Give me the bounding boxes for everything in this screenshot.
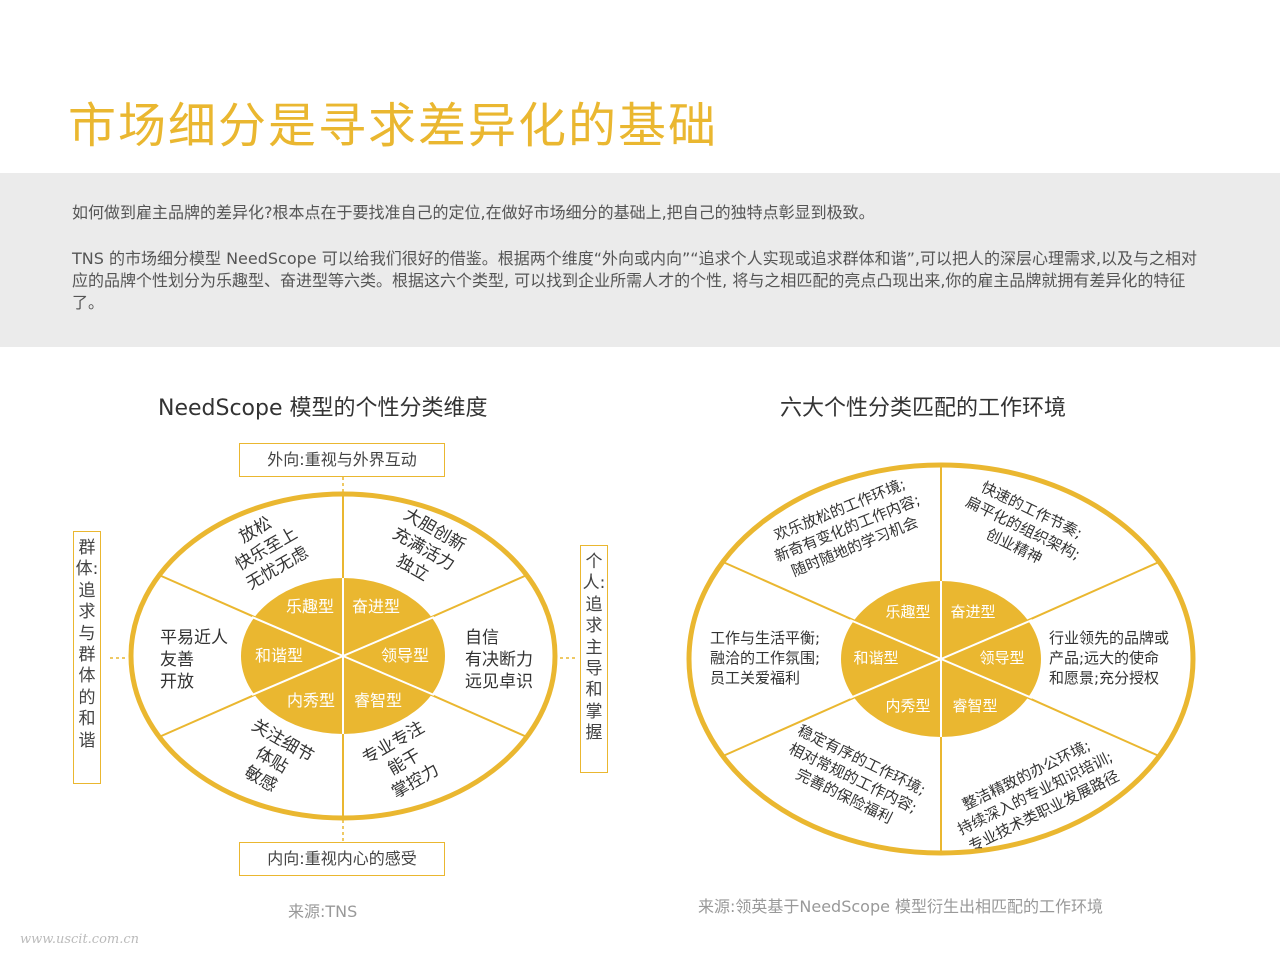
right-type-introvert: 内秀型 (885, 697, 930, 715)
left-diagram: 乐趣型 奋进型 领导型 睿智型 内秀型 和谐型 放松 快乐至上 无忧无虑 大胆创… (110, 477, 578, 843)
left-type-harmony: 和谐型 (255, 646, 303, 665)
intro-band: 如何做到雇主品牌的差异化?根本点在于要找准自己的定位,在做好市场细分的基础上,把… (0, 173, 1280, 347)
intro-paragraph-2: TNS 的市场细分模型 NeedScope 可以给我们很好的借鉴。根据两个维度“… (72, 249, 1198, 312)
right-diagram-title: 六大个性分类匹配的工作环境 (780, 396, 1067, 421)
right-type-harmony: 和谐型 (853, 649, 898, 667)
right-env-leader-1: 行业领先的品牌或 (1049, 629, 1169, 647)
left-trait-leader-2: 有决断力 (465, 650, 533, 670)
left-trait-leader-1: 自信 (465, 628, 499, 648)
axis-group-label: 群体:追求与群体的和谐 (73, 531, 101, 784)
left-type-fun: 乐趣型 (286, 597, 334, 616)
right-env-harmony-1: 工作与生活平衡; (710, 629, 820, 647)
right-type-wise: 睿智型 (952, 697, 997, 715)
right-env-harmony-3: 员工关爱福利 (710, 669, 800, 687)
left-type-leader: 领导型 (381, 646, 429, 665)
left-type-wise: 睿智型 (354, 691, 402, 710)
left-trait-harmony-3: 开放 (160, 672, 194, 692)
axis-individual-label: 个人:追求主导和掌握 (580, 545, 608, 773)
watermark: www.uscit.com.cn (20, 932, 140, 947)
right-type-leader: 领导型 (979, 649, 1024, 667)
axis-extrovert-label: 外向:重视与外界互动 (239, 443, 445, 477)
right-type-fun: 乐趣型 (885, 603, 930, 621)
left-diagram-title: NeedScope 模型的个性分类维度 (158, 396, 488, 421)
right-env-leader-3: 和愿景;充分授权 (1049, 669, 1159, 687)
left-source: 来源:TNS (288, 902, 358, 921)
right-env-leader-2: 产品;远大的使命 (1049, 649, 1159, 667)
left-trait-leader-3: 远见卓识 (465, 672, 533, 692)
left-trait-harmony-1: 平易近人 (160, 628, 228, 648)
right-diagram: 乐趣型 奋进型 领导型 睿智型 内秀型 和谐型 欢乐放松的工作环境; 新奇有变化… (686, 462, 1196, 856)
right-source: 来源:领英基于NeedScope 模型衍生出相匹配的工作环境 (698, 897, 1104, 916)
page-title: 市场细分是寻求差异化的基础 (68, 98, 719, 154)
right-type-striver: 奋进型 (950, 603, 995, 621)
axis-introvert-label: 内向:重视内心的感受 (239, 842, 445, 876)
intro-paragraph-1: 如何做到雇主品牌的差异化?根本点在于要找准自己的定位,在做好市场细分的基础上,把… (72, 203, 875, 222)
left-trait-harmony-2: 友善 (160, 650, 194, 670)
right-env-harmony-2: 融洽的工作氛围; (710, 649, 820, 667)
left-type-striver: 奋进型 (352, 597, 400, 616)
left-type-introvert: 内秀型 (287, 691, 335, 710)
